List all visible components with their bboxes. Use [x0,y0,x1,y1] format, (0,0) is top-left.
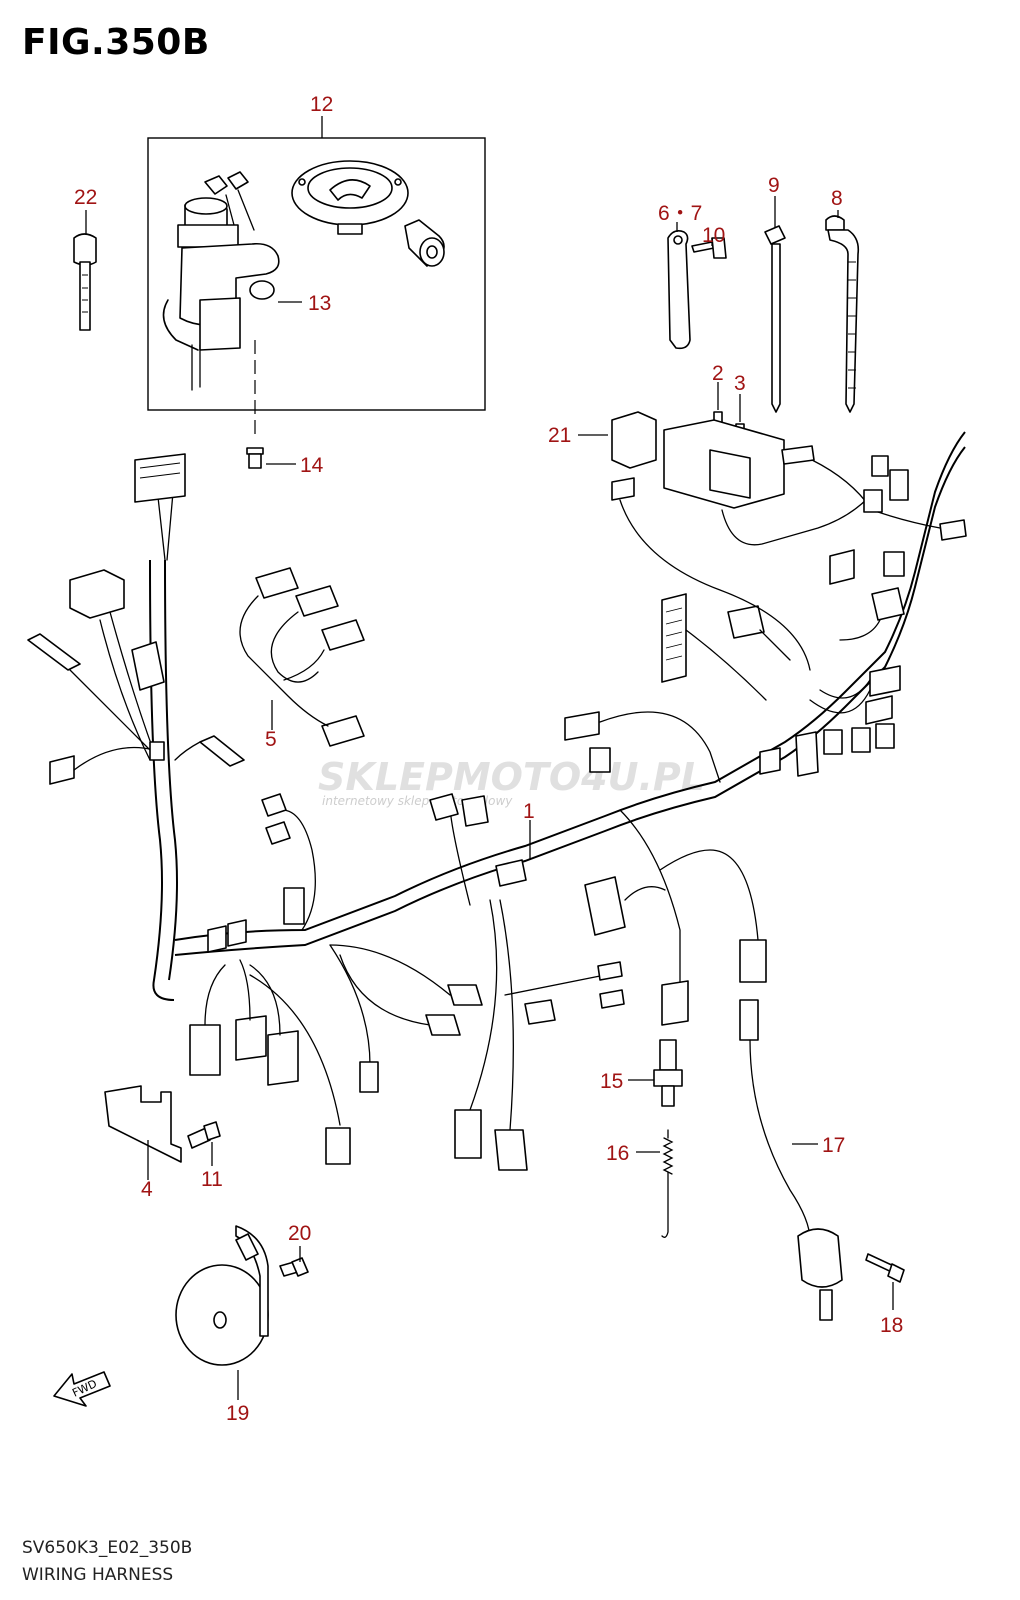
callout-6-7: 6・7 [658,202,702,225]
ignition-key-icon [204,171,255,231]
callout-8: 8 [831,187,843,210]
sub-harness-5 [239,567,365,747]
bolt-20-icon [279,1246,309,1277]
callout-2: 2 [712,362,724,385]
callout-21: 21 [548,424,571,447]
fuse-2-icon [713,382,723,427]
callout-18: 18 [880,1314,903,1337]
callout-22: 22 [74,186,97,209]
cable-tie-8-icon [825,210,860,413]
figure-title: FIG.350B [22,22,210,63]
callout-15: 15 [600,1070,623,1093]
callout-13: 13 [308,292,331,315]
fuse-box-icon [663,419,869,546]
callout-4: 4 [141,1178,153,1201]
callout-10: 10 [702,224,725,247]
bolt-11-icon [187,1121,221,1166]
footer-name: WIRING HARNESS [22,1565,174,1585]
callout-19: 19 [226,1402,249,1425]
fuel-cap-lock-icon [291,160,409,235]
callout-20: 20 [288,1222,311,1245]
key-22-icon [73,210,97,331]
seat-lock-icon [404,219,445,267]
callout-1: 1 [523,800,535,823]
horn-19-icon [175,1225,269,1400]
callout-14: 14 [300,454,324,477]
ignition-switch-set-box [147,137,486,411]
callout-labels: 1 2 3 4 5 6・7 8 9 10 11 12 13 14 15 16 1… [74,93,903,1425]
callout-11: 11 [201,1168,223,1191]
spring-16-icon [636,1129,674,1238]
screw-18-icon [865,1253,905,1310]
callout-9: 9 [768,174,780,197]
callout-5: 5 [265,728,277,751]
cable-tie-9-icon [764,196,786,413]
clamp-6-7-icon [667,222,691,350]
callout-3: 3 [734,372,746,395]
fwd-arrow-icon: FWD [53,1371,111,1407]
relay-21-icon [578,411,657,469]
side-stand-switch-17-icon [739,999,843,1321]
main-harness-1 [27,431,967,1171]
callout-16: 16 [606,1142,629,1165]
callout-17: 17 [822,1134,845,1157]
screw-14-icon [246,447,296,469]
watermark: SKLEPMOTO4U.PL internetowy sklep motocyk… [318,755,705,808]
watermark-main: SKLEPMOTO4U.PL [318,755,705,799]
bolt-10-icon [691,237,727,259]
footer-code: SV650K3_E02_350B [22,1538,193,1558]
callout-12: 12 [310,93,333,116]
switch-15-icon [628,1039,683,1107]
ignition-switch-icon [162,197,280,391]
bracket-4-icon [104,1085,182,1180]
